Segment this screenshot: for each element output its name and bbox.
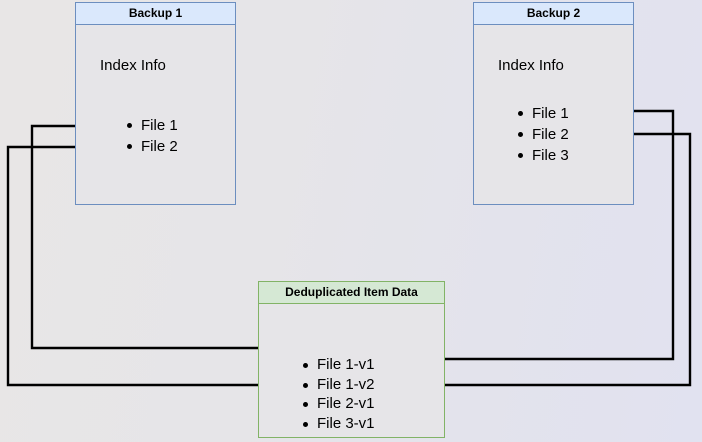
node-backup-1-body: Index Info File 1 File 2 bbox=[76, 25, 235, 204]
node-deduplicated-item-data[interactable]: Deduplicated Item Data File 1-v1 File 1-… bbox=[258, 281, 445, 438]
file-list-backup-2: File 1 File 2 File 3 bbox=[516, 103, 569, 166]
list-item[interactable]: File 2-v1 bbox=[301, 394, 375, 414]
node-backup-2[interactable]: Backup 2 Index Info File 1 File 2 File 3 bbox=[473, 2, 634, 205]
list-item[interactable]: File 1 bbox=[125, 115, 178, 136]
list-item[interactable]: File 2 bbox=[516, 124, 569, 145]
list-item[interactable]: File 1 bbox=[516, 103, 569, 124]
list-item[interactable]: File 3 bbox=[516, 145, 569, 166]
node-backup-1[interactable]: Backup 1 Index Info File 1 File 2 bbox=[75, 2, 236, 205]
node-deduplicated-item-data-header: Deduplicated Item Data bbox=[259, 282, 444, 304]
list-item[interactable]: File 2 bbox=[125, 136, 178, 157]
list-item[interactable]: File 3-v1 bbox=[301, 414, 375, 434]
node-backup-2-header: Backup 2 bbox=[474, 3, 633, 25]
file-list-backup-1: File 1 File 2 bbox=[125, 115, 178, 157]
node-backup-1-header: Backup 1 bbox=[76, 3, 235, 25]
file-list-deduplicated: File 1-v1 File 1-v2 File 2-v1 File 3-v1 bbox=[301, 355, 375, 433]
list-item[interactable]: File 1-v1 bbox=[301, 355, 375, 375]
index-info-label-backup-2: Index Info bbox=[498, 57, 564, 74]
list-item[interactable]: File 1-v2 bbox=[301, 375, 375, 395]
node-backup-2-body: Index Info File 1 File 2 File 3 bbox=[474, 25, 633, 204]
node-deduplicated-item-data-body: File 1-v1 File 1-v2 File 2-v1 File 3-v1 bbox=[259, 304, 444, 437]
index-info-label-backup-1: Index Info bbox=[100, 57, 166, 74]
